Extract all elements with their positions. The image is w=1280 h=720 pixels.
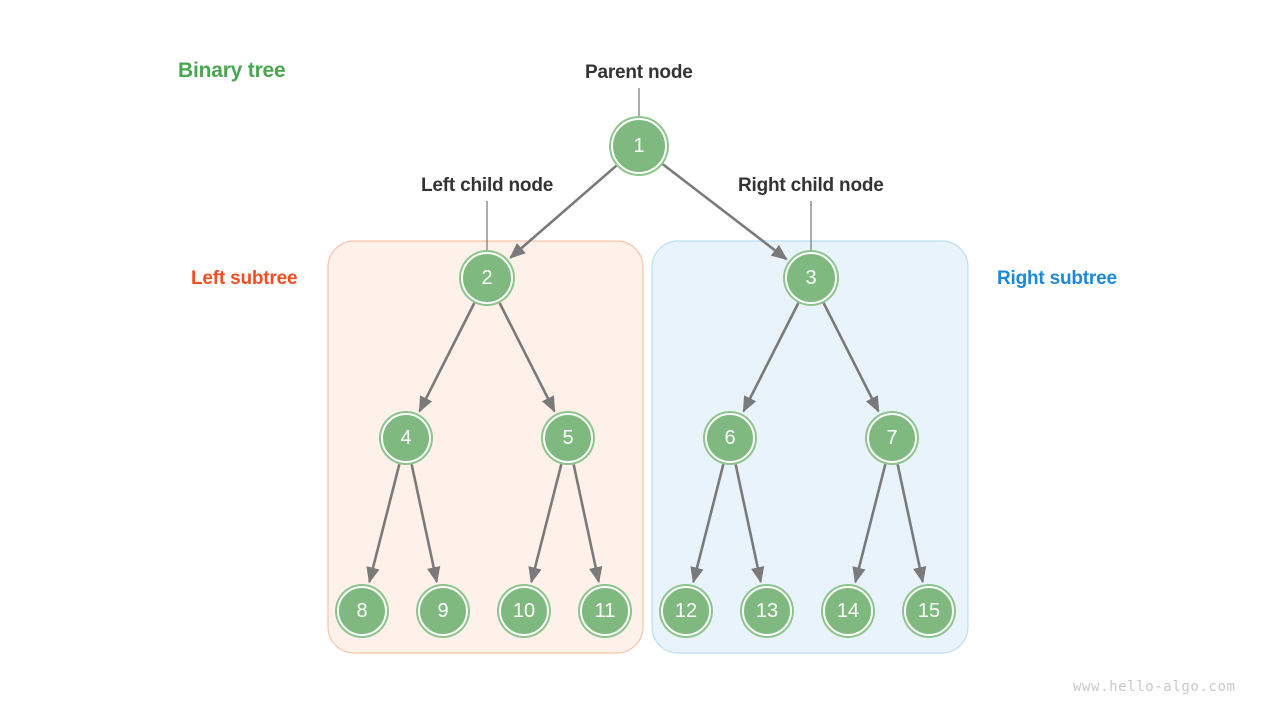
tree-edges — [366, 163, 927, 584]
tree-node-value: 9 — [437, 599, 449, 622]
tree-node-value: 12 — [674, 599, 698, 622]
tree-node-value: 15 — [917, 599, 941, 622]
annotation-left-child-node: Left child node — [421, 175, 554, 196]
tree-node-3: 3 — [785, 252, 837, 304]
tree-node-value: 3 — [805, 266, 817, 289]
tree-node-value: 13 — [755, 599, 779, 622]
tree-edge — [366, 463, 401, 584]
annotation-right-child-node: Right child node — [738, 175, 884, 196]
tree-node-5: 5 — [543, 413, 593, 463]
tree-node-2: 2 — [461, 252, 513, 304]
tree-edge — [742, 302, 800, 413]
tree-edge — [528, 463, 563, 584]
left-subtree-panel — [327, 240, 644, 654]
tree-edge — [690, 463, 725, 584]
tree-edge — [418, 302, 476, 413]
tree-edge — [410, 464, 441, 584]
annotation-left-subtree: Left subtree — [191, 268, 298, 289]
tree-node-12: 12 — [661, 586, 711, 636]
annotation-parent-node: Parent node — [585, 62, 693, 83]
tree-node-value: 4 — [400, 426, 412, 449]
tree-node-value: 14 — [836, 599, 860, 622]
tree-node-4: 4 — [381, 413, 431, 463]
tree-node-1: 1 — [611, 118, 667, 174]
tree-node-15: 15 — [904, 586, 954, 636]
tree-node-value: 6 — [724, 426, 736, 449]
tree-node-value: 2 — [481, 266, 493, 289]
tree-node-value: 10 — [512, 599, 536, 622]
right-subtree-panel — [651, 240, 969, 654]
tree-edge — [498, 302, 556, 413]
tree-node-6: 6 — [705, 413, 755, 463]
annotation-pointer-lines — [486, 88, 812, 250]
annotation-right-subtree: Right subtree — [997, 268, 1117, 289]
tree-node-value: 1 — [633, 134, 645, 157]
tree-node-value: 8 — [356, 599, 368, 622]
subtree-panels — [327, 240, 969, 654]
tree-node-value: 11 — [594, 599, 616, 622]
tree-node-9: 9 — [418, 586, 468, 636]
tree-edge — [852, 463, 887, 584]
tree-node-8: 8 — [337, 586, 387, 636]
tree-node-11: 11 — [580, 586, 630, 636]
tree-node-14: 14 — [823, 586, 873, 636]
tree-edge — [572, 464, 603, 584]
tree-edge — [662, 163, 788, 261]
tree-edge — [734, 464, 765, 584]
tree-edge — [822, 302, 880, 413]
tree-node-value: 7 — [886, 426, 898, 449]
tree-edge — [509, 164, 618, 259]
tree-node-7: 7 — [867, 413, 917, 463]
watermark: www.hello-algo.com — [1073, 679, 1236, 695]
tree-edge — [896, 464, 927, 584]
tree-node-value: 5 — [562, 426, 574, 449]
tree-node-13: 13 — [742, 586, 792, 636]
page-title: Binary tree — [178, 59, 286, 82]
tree-node-10: 10 — [499, 586, 549, 636]
